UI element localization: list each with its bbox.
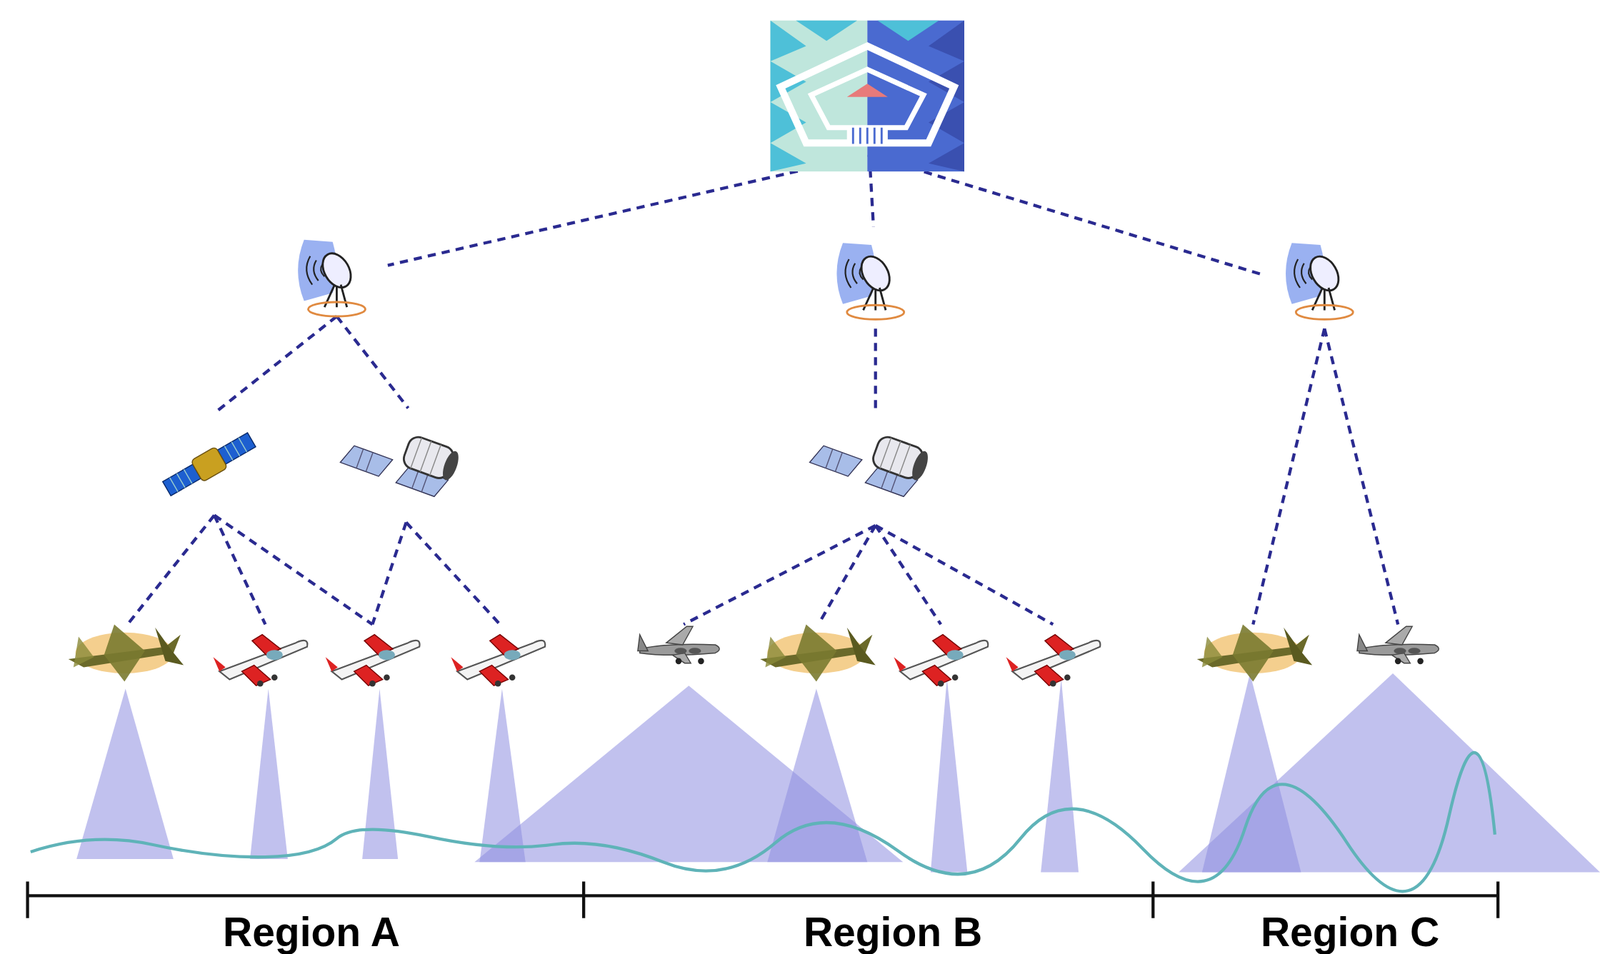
region-label: Region C — [1260, 912, 1440, 953]
region-label: Region B — [803, 912, 983, 953]
region-label: Region A — [222, 912, 400, 953]
